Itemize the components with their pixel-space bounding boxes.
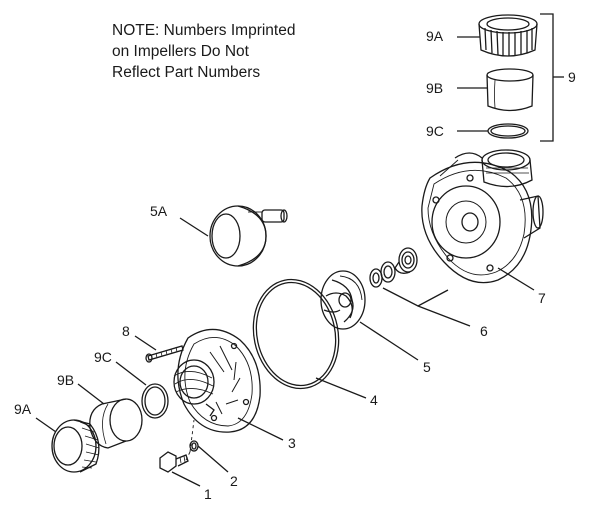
label-3: 3	[288, 435, 296, 451]
leader-6a	[382, 287, 449, 307]
pump-housing-7	[421, 149, 544, 284]
shaft-seal-6	[369, 247, 418, 288]
label-5: 5	[423, 359, 431, 375]
union-nut-9a-top	[478, 14, 538, 57]
o-ring-9c-left	[141, 383, 169, 419]
seal-plate-3	[173, 328, 261, 433]
o-ring-9c-top	[487, 123, 529, 139]
bracket-9	[540, 13, 554, 142]
label-8: 8	[122, 323, 130, 339]
o-ring-4	[252, 278, 340, 390]
label-9a-top: 9A	[426, 28, 444, 44]
label-6: 6	[480, 323, 488, 339]
callout-labels: 9A 9B 9C 9 7 6 5 5A 4 3 2 1 8 9C 9B 9A	[14, 28, 576, 502]
label-5a: 5A	[150, 203, 168, 219]
note-line-1: NOTE: Numbers Imprinted	[112, 22, 296, 39]
label-1: 1	[204, 486, 212, 502]
note-line-2: on Impellers Do Not	[112, 43, 249, 60]
union-tailpiece-9b-top	[486, 68, 534, 112]
impeller-5a	[209, 205, 288, 267]
union-nut-9a-left	[51, 419, 100, 473]
label-2: 2	[230, 473, 238, 489]
label-9c-top: 9C	[426, 123, 444, 139]
label-9: 9	[568, 69, 576, 85]
drain-plug-1	[159, 451, 189, 473]
label-9b-left: 9B	[57, 372, 74, 388]
label-9b-top: 9B	[426, 80, 443, 96]
screw-8	[145, 345, 184, 363]
label-4: 4	[370, 392, 378, 408]
note-line-3: Reflect Part Numbers	[112, 64, 261, 81]
label-9a-left: 9A	[14, 401, 32, 417]
label-9c-left: 9C	[94, 349, 112, 365]
label-7: 7	[538, 290, 546, 306]
note-text: NOTE: Numbers Imprinted on Impellers Do …	[112, 20, 295, 83]
impeller-5	[320, 270, 366, 330]
